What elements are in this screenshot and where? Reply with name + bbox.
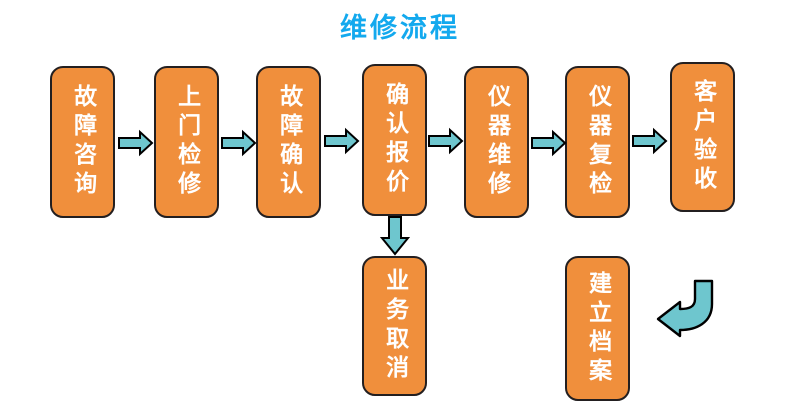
flow-node-label: 故障咨询 [69, 84, 96, 200]
flow-node-step-1[interactable]: 故障咨询 [50, 66, 115, 218]
flow-node-label: 建立档案 [584, 270, 611, 387]
connector-arrow-2-3 [221, 129, 257, 157]
flow-node-branch-cancel[interactable]: 业务取消 [362, 256, 427, 396]
flow-node-step-3[interactable]: 故障确认 [256, 66, 321, 218]
flow-node-label: 仪器复检 [584, 84, 611, 200]
connector-arrow-4-cancel [379, 216, 411, 256]
connector-arrow-3-4 [324, 127, 360, 155]
connector-arrow-4-5 [428, 127, 464, 155]
flow-node-label: 客户验收 [689, 79, 716, 195]
flow-node-label: 仪器维修 [483, 84, 510, 200]
flow-node-step-4[interactable]: 确认报价 [362, 64, 427, 216]
flow-node-label: 故障确认 [275, 84, 302, 200]
connector-arrow-1-2 [118, 129, 154, 157]
connector-arrow-curved-archive [655, 278, 730, 338]
flow-node-label: 上门检修 [173, 84, 200, 200]
flow-node-branch-archive[interactable]: 建立档案 [565, 256, 630, 401]
flow-node-label: 业务取消 [381, 268, 408, 384]
connector-arrow-6-7 [632, 127, 668, 155]
flow-node-label: 确认报价 [381, 82, 408, 198]
connector-arrow-5-6 [531, 129, 567, 157]
flow-node-step-7[interactable]: 客户验收 [670, 62, 735, 212]
page-title: 维修流程 [340, 13, 460, 44]
flow-node-step-5[interactable]: 仪器维修 [464, 66, 529, 218]
flow-node-step-2[interactable]: 上门检修 [154, 66, 219, 218]
flow-node-step-6[interactable]: 仪器复检 [565, 66, 630, 218]
